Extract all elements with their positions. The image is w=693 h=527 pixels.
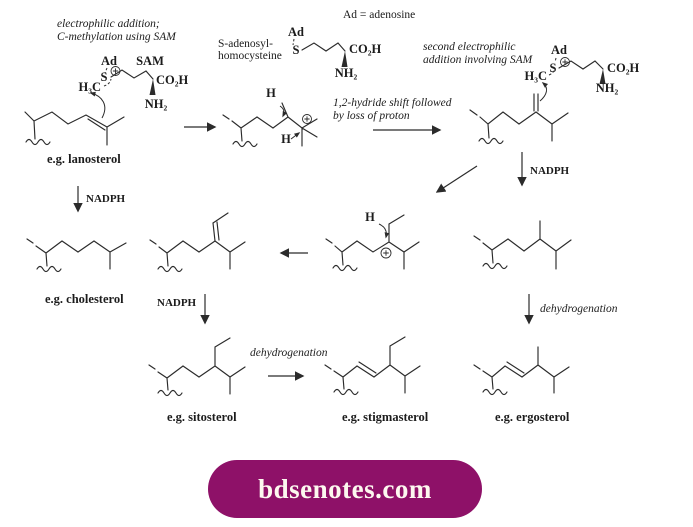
- brand-badge[interactable]: bdsenotes.com: [208, 460, 482, 518]
- curved-arrow-icon: [279, 105, 288, 118]
- hydrogen-label: H: [281, 132, 291, 146]
- ad-s-dashed-bond: [554, 57, 557, 63]
- curved-arrow-icon: [89, 91, 106, 119]
- annotation-second-line2: addition involving SAM: [423, 54, 534, 66]
- squiggle-bond: [232, 140, 258, 148]
- sitosterol-structure: [148, 337, 246, 397]
- squiggle-bond: [157, 265, 183, 273]
- amine-label: NH₂: [145, 97, 168, 111]
- bonds: [222, 102, 318, 147]
- nadph-label: NADPH: [86, 193, 126, 205]
- ethylidene-intermediate-structure: [149, 212, 246, 273]
- bonds: [473, 346, 570, 394]
- sam-molecule-2: Ad S H₃C CO₂H NH₂: [525, 43, 640, 95]
- wedge-bond: [599, 69, 606, 84]
- ad-s-dashed-bond: [104, 67, 108, 74]
- ad-s-dashed-bond: [292, 38, 295, 46]
- carboxyl-label: CO₂H: [349, 42, 381, 56]
- ad-definition: Ad = adenosine: [343, 9, 415, 21]
- nadph-label: NADPH: [157, 297, 197, 309]
- bonds: [558, 60, 604, 70]
- amine-label: NH₂: [335, 66, 358, 80]
- squiggle-bond: [332, 264, 358, 272]
- double-bond: [212, 221, 220, 242]
- double-bond: [87, 118, 106, 131]
- carboxyl-label: CO₂H: [156, 73, 188, 87]
- sam-label: SAM: [136, 54, 164, 68]
- bonds: [301, 42, 346, 52]
- annotation-hydride-line1: 1,2-hydride shift followed: [333, 97, 452, 109]
- arrow-to-cation-2: [435, 165, 478, 193]
- sulfonium-label: S: [101, 70, 108, 84]
- double-bond: [358, 361, 377, 374]
- double-bond: [533, 93, 539, 112]
- sam-molecule-1: Ad SAM S H₃C CO₂H NH₂: [79, 54, 189, 111]
- dehydrogenation-label: dehydrogenation: [540, 303, 618, 315]
- reaction-scheme: electrophilic addition; C-methylation us…: [24, 9, 640, 424]
- bonds: [324, 336, 421, 394]
- curved-arrow-icon: [290, 132, 301, 140]
- nadph-label: NADPH: [530, 165, 570, 177]
- cholesterol-structure: [26, 238, 127, 273]
- sah-label-line2: homocysteine: [218, 50, 282, 62]
- hydrogen-label: H: [365, 210, 375, 224]
- squiggle-bond: [25, 138, 51, 146]
- squiggle-bond: [478, 137, 504, 145]
- bonds: [149, 239, 246, 270]
- bonds: [24, 111, 125, 146]
- squiggle-bond: [157, 389, 183, 397]
- sah-label-line1: S-adenosyl-: [218, 38, 273, 50]
- double-bond: [506, 361, 525, 374]
- methyl-label: H₃C: [79, 80, 102, 94]
- breaking-bond: [103, 78, 112, 87]
- methyl-label: H₃C: [525, 69, 548, 83]
- bonds: [148, 337, 246, 395]
- bonds: [26, 238, 127, 270]
- bonds: [469, 109, 569, 142]
- ergosterol-structure: [473, 346, 570, 396]
- ad-label: Ad: [101, 54, 117, 68]
- hydrogen-label: H: [266, 86, 276, 100]
- wedge-bond: [149, 79, 156, 95]
- cholesterol-label: e.g. cholesterol: [45, 292, 124, 306]
- ad-label: Ad: [551, 43, 567, 57]
- squiggle-bond: [36, 265, 62, 273]
- ergosterol-label: e.g. ergosterol: [495, 410, 570, 424]
- annotation-electrophilic-line1: electrophilic addition;: [57, 18, 160, 30]
- amine-label: NH₂: [596, 81, 619, 95]
- sah-molecule: Ad S CO₂H NH₂: [288, 25, 381, 80]
- cation-intermediate-2: H: [325, 210, 420, 272]
- sulfonium-label: S: [550, 61, 557, 75]
- curved-arrow-icon: [539, 82, 548, 102]
- bonds: [110, 69, 154, 80]
- annotation-hydride-line2: by loss of proton: [333, 110, 410, 122]
- lanosterol-label: e.g. lanosterol: [47, 152, 121, 166]
- brand-badge-label: bdsenotes.com: [258, 473, 432, 504]
- plus-charge-icon: [302, 114, 312, 124]
- carboxyl-label: CO₂H: [607, 61, 639, 75]
- methylene-intermediate-structure: [469, 82, 569, 145]
- plus-charge-icon: [380, 247, 392, 259]
- dehydrogenation-label: dehydrogenation: [250, 347, 328, 359]
- lanosterol-structure: [24, 91, 125, 146]
- ad-label: Ad: [288, 25, 304, 39]
- annotation-second-line1: second electrophilic: [423, 41, 516, 53]
- curved-arrow-icon: [378, 223, 390, 239]
- wedge-bond: [341, 51, 348, 67]
- stigmasterol-structure: [324, 336, 421, 396]
- squiggle-bond: [482, 388, 508, 396]
- squiggle-bond: [482, 262, 508, 270]
- stigmasterol-label: e.g. stigmasterol: [342, 410, 429, 424]
- cation-intermediate-1: H H: [222, 86, 318, 148]
- breaking-bond: [548, 67, 556, 76]
- bonds: [473, 220, 572, 270]
- sitosterol-label: e.g. sitosterol: [167, 410, 237, 424]
- annotation-electrophilic-line2: C-methylation using SAM: [57, 31, 177, 43]
- bonds: [212, 212, 229, 224]
- squiggle-bond: [333, 388, 359, 396]
- sulfur-label: S: [293, 43, 300, 57]
- methyl-saturated-structure: [473, 220, 572, 270]
